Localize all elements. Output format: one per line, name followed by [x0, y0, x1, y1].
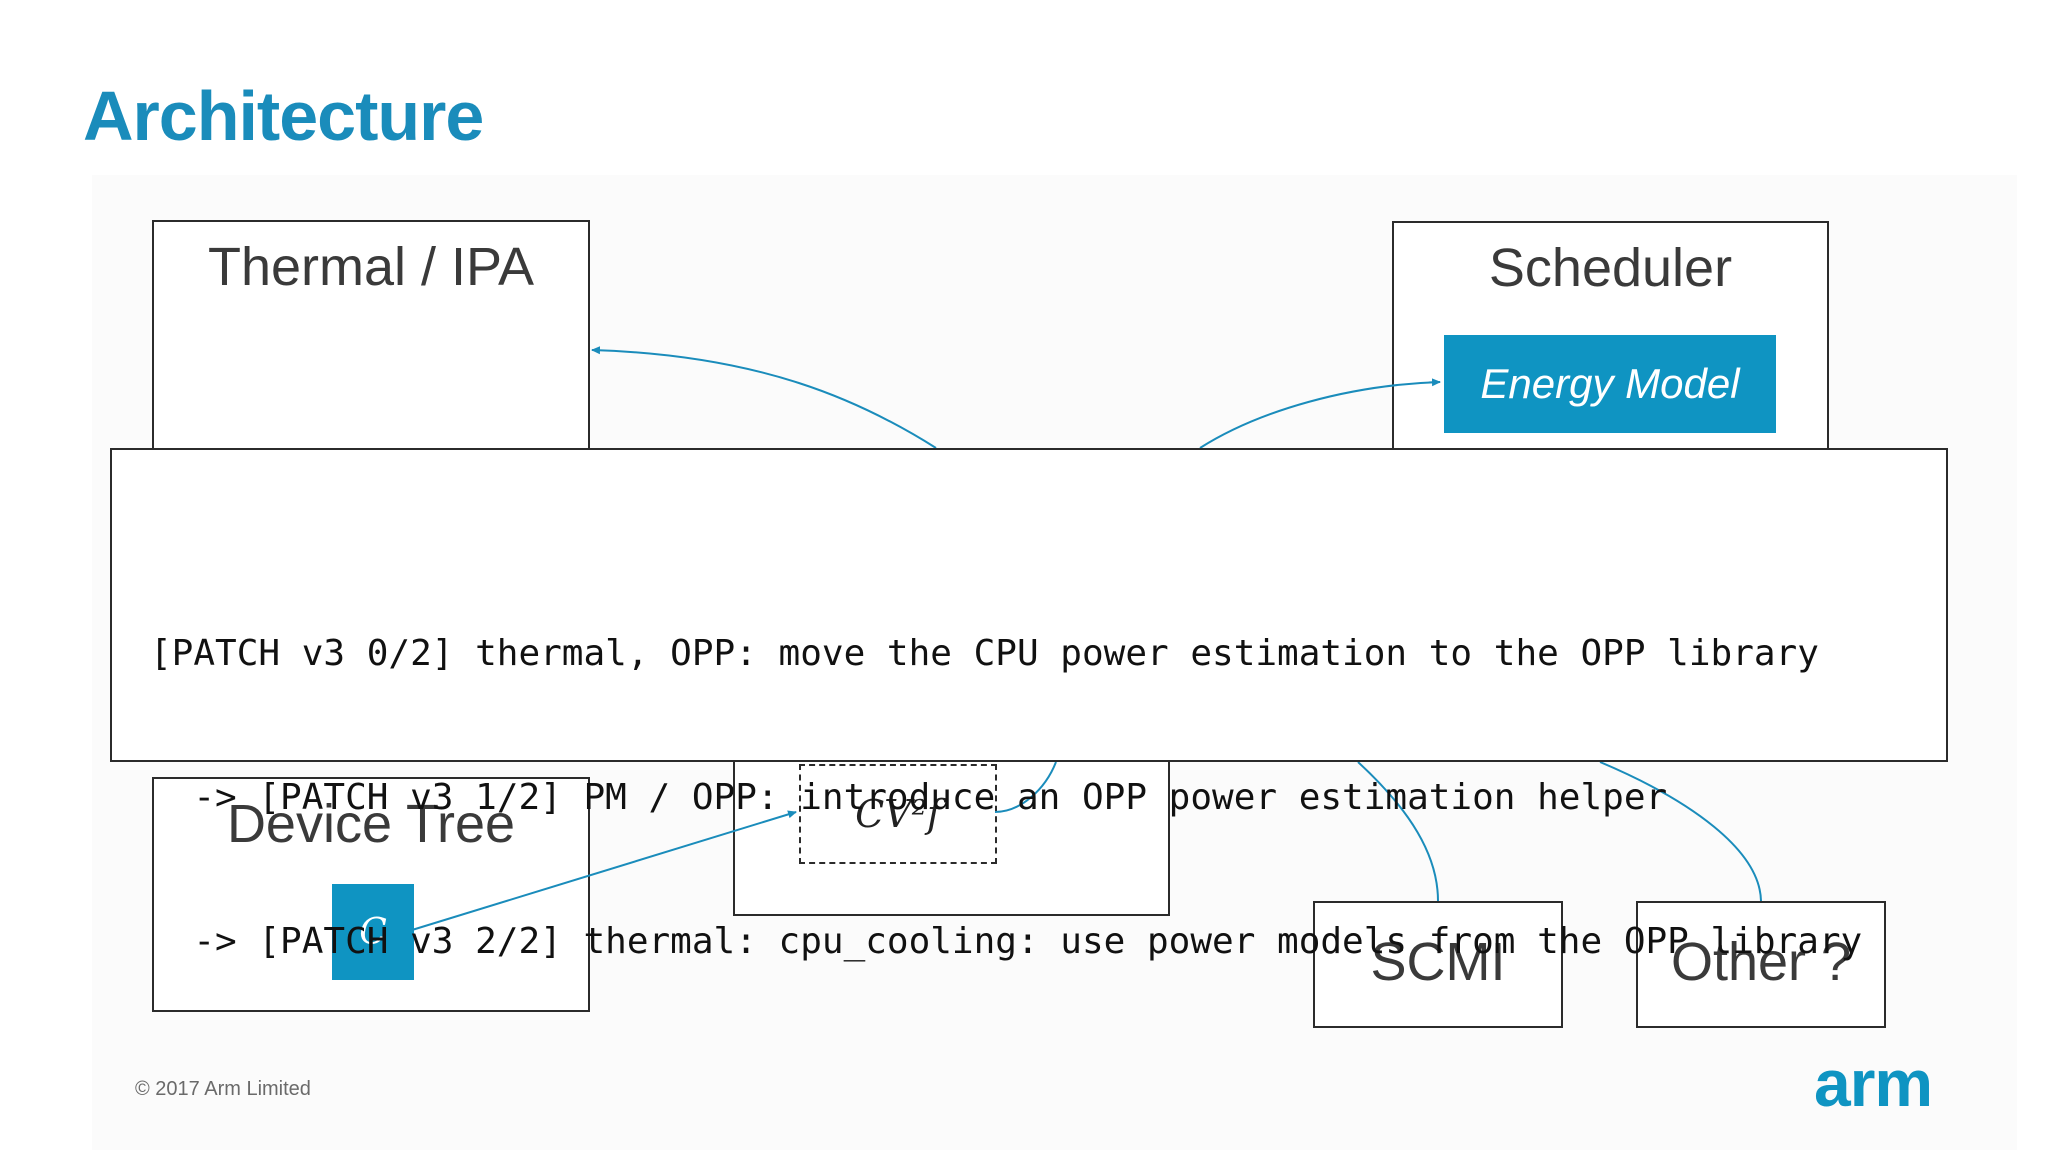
- device-tree-box: Device Tree C: [152, 777, 590, 1012]
- capacitance-label: C: [359, 911, 387, 953]
- energy-model-label: Energy Model: [1480, 360, 1740, 407]
- line-to-scmi: [1357, 761, 1439, 902]
- other-box: Other ?: [1636, 901, 1886, 1028]
- other-label: Other ?: [1670, 932, 1852, 992]
- scmi-label: SCMI: [1370, 932, 1506, 992]
- formula-box: CV²f: [799, 764, 997, 864]
- energy-model-box: Energy Model: [1444, 335, 1776, 433]
- capacitance-box: C: [332, 884, 414, 980]
- arrow-to-thermal: [591, 346, 937, 449]
- thermal-ipa-label: Thermal / IPA: [207, 237, 535, 297]
- thermal-ipa-box: Thermal / IPA: [152, 220, 590, 460]
- device-tree-label: Device Tree: [226, 794, 516, 854]
- patch-line-1: -> [PATCH v3 1/2] PM / OPP: introduce an…: [150, 777, 1668, 818]
- arm-logo: arm: [1814, 1046, 1933, 1120]
- patch-line-cover: [PATCH v3 0/2] thermal, OPP: move the CP…: [150, 633, 1819, 674]
- arrow-c-to-formula: [411, 810, 797, 931]
- copyright-text: © 2017 Arm Limited: [135, 1078, 311, 1100]
- line-formula-out: [994, 761, 1057, 813]
- scmi-box: SCMI: [1313, 901, 1563, 1028]
- scheduler-box: Scheduler Energy Model: [1392, 221, 1829, 461]
- formula-label: CV²f: [855, 792, 941, 836]
- patch-overlay: [PATCH v3 0/2] thermal, OPP: move the CP…: [110, 448, 1948, 962]
- patch-line-2: -> [PATCH v3 2/2] thermal: cpu_cooling: …: [150, 921, 1863, 962]
- scheduler-label: Scheduler: [1488, 238, 1733, 298]
- arrow-to-energy-model: [1199, 378, 1441, 449]
- line-to-other: [1599, 761, 1762, 902]
- patch-lines: [PATCH v3 0/2] thermal, OPP: move the CP…: [150, 534, 1862, 1062]
- page-title: Architecture: [83, 77, 484, 155]
